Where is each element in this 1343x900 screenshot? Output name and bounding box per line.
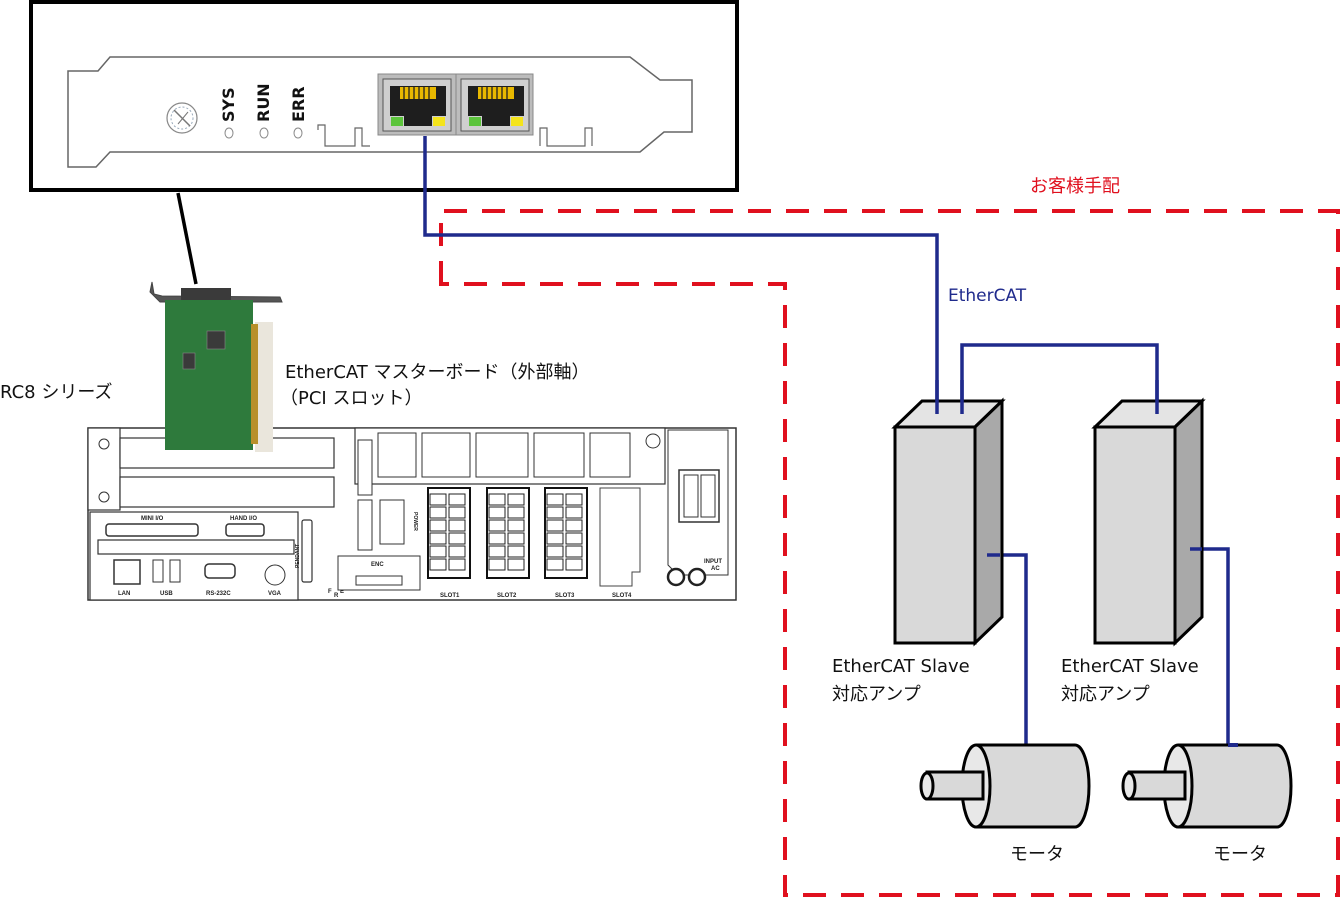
rj45-port-pair (377, 73, 534, 136)
terminal-block (546, 558, 564, 571)
amp1-label-line2: 対応アンプ (832, 684, 921, 705)
rs232c-label: RS-232C (206, 591, 231, 597)
terminal-block (488, 532, 506, 545)
terminal-block (507, 506, 525, 519)
usb-port-2-icon (169, 559, 181, 583)
usb-port-1-icon (152, 559, 164, 583)
ethercat-port-1-icon[interactable] (382, 78, 452, 132)
cable-master-to-amp1 (423, 136, 939, 414)
terminal-block (488, 545, 506, 558)
board-label-line2: （PCI スロット） (280, 388, 422, 409)
terminal-block (546, 545, 564, 558)
board-label-line1: EtherCAT マスターボード（外部軸） (285, 362, 590, 383)
led-label-sys: SYS (219, 87, 238, 122)
terminal-block (448, 519, 466, 532)
mini-io-label: MINI I/O (141, 516, 164, 522)
terminal-block (565, 519, 583, 532)
rc8-controller: MINI I/O HAND I/O LAN USB RS-232C VGA PE… (87, 427, 737, 601)
amp2-label-line2: 対応アンプ (1061, 684, 1150, 705)
enc-connector (355, 575, 403, 586)
terminal-block (448, 532, 466, 545)
terminal-block (507, 493, 525, 506)
motor2-label: モータ (1213, 844, 1267, 865)
led-run-icon (259, 127, 269, 139)
terminal-block (546, 506, 564, 519)
slot4-label: SLOT4 (612, 593, 632, 599)
terminal-block (448, 545, 466, 558)
slave-amplifier-1 (891, 397, 1006, 647)
hand-io-label: HAND I/O (230, 516, 257, 522)
terminal-block (546, 532, 564, 545)
fre-label-f: F (328, 589, 332, 595)
led-label-run: RUN (254, 83, 273, 122)
fre-label-e: E (340, 589, 344, 595)
vga-label: VGA (268, 591, 282, 597)
input-ac-label-2: AC (711, 566, 720, 572)
fre-label-r: R (334, 593, 339, 599)
ethercat-network-label: EtherCAT (948, 286, 1027, 306)
io-slots (427, 487, 641, 587)
terminal-block (488, 493, 506, 506)
terminal-block (565, 532, 583, 545)
terminal-block (565, 545, 583, 558)
hand-io-connector (225, 523, 265, 537)
terminal-block (448, 493, 466, 506)
enc-label: ENC (371, 562, 384, 568)
inset-leader-line (176, 192, 198, 285)
terminal-block (429, 558, 447, 571)
input-ac-label-1: INPUT (704, 559, 722, 565)
terminal-block (565, 558, 583, 571)
lan-label: LAN (118, 591, 130, 597)
terminal-block (565, 506, 583, 519)
ethercat-port-2-icon[interactable] (460, 78, 530, 132)
slot2-label: SLOT2 (497, 593, 517, 599)
amp2-label-line1: EtherCAT Slave (1061, 656, 1199, 677)
cable-amp1-to-amp2 (960, 343, 1159, 414)
terminal-block (565, 493, 583, 506)
slave-amplifier-2 (1091, 397, 1206, 647)
power-switch-icon (379, 499, 405, 545)
terminal-block (507, 558, 525, 571)
terminal-block (488, 519, 506, 532)
mini-io-connector (105, 523, 199, 537)
rs232c-port-icon (204, 563, 236, 579)
motor-2 (1121, 743, 1293, 829)
terminal-block (429, 493, 447, 506)
power-label: POWER (412, 512, 418, 531)
motor-1 (919, 743, 1091, 829)
lan-port-icon (113, 559, 141, 585)
led-err-icon (293, 127, 303, 139)
terminal-block (448, 558, 466, 571)
terminal-block (507, 532, 525, 545)
rotary-switch-icon (166, 102, 198, 134)
pendant-connector (301, 519, 313, 583)
terminal-block (507, 545, 525, 558)
slot1-label: SLOT1 (440, 593, 460, 599)
pendant-label: PENDANT (295, 544, 301, 568)
terminal-block (429, 545, 447, 558)
terminal-block (448, 506, 466, 519)
terminal-block (429, 519, 447, 532)
terminal-block (488, 506, 506, 519)
customer-supplied-label: お客様手配 (1030, 176, 1120, 197)
customer-supplied-boundary (439, 209, 1340, 897)
board-bracket-inset: SYS RUN ERR (29, 0, 739, 192)
terminal-block (546, 519, 564, 532)
terminal-block (429, 532, 447, 545)
amp1-label-line1: EtherCAT Slave (832, 656, 970, 677)
vga-port-icon (264, 564, 286, 586)
motor1-label: モータ (1010, 844, 1064, 865)
terminal-block (429, 506, 447, 519)
controller-label: RC8 シリーズ (0, 382, 112, 403)
terminal-block (546, 493, 564, 506)
terminal-block (488, 558, 506, 571)
terminal-block (507, 519, 525, 532)
slot3-label: SLOT3 (555, 593, 575, 599)
led-label-err: ERR (289, 86, 308, 122)
led-sys-icon (224, 127, 234, 139)
ethercat-master-board (149, 281, 283, 452)
usb-label: USB (160, 591, 173, 597)
